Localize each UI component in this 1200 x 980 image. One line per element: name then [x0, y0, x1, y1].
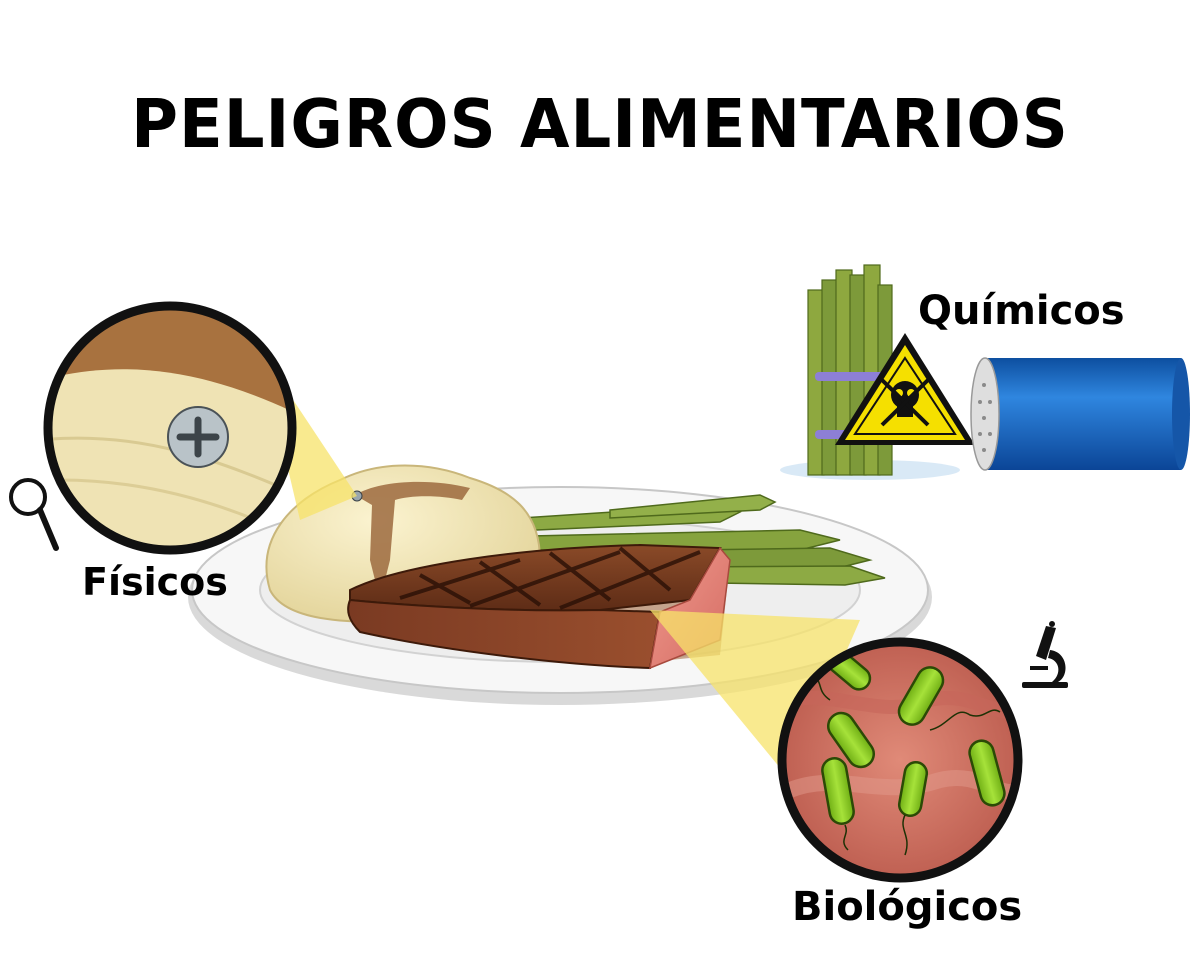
- biologicos-zoom-circle: [777, 637, 1023, 883]
- poison-warning-icon: [835, 333, 975, 445]
- label-quimicos: Químicos: [918, 288, 1125, 334]
- steak: [347, 543, 731, 670]
- label-fisicos: Físicos: [82, 560, 228, 604]
- magnifying-glass-icon: [9, 478, 59, 551]
- page-title: PELIGROS ALIMENTARIOS: [131, 86, 1069, 164]
- fisicos-zoom-circle: [43, 301, 297, 555]
- quimicos-illustration: [780, 264, 1190, 480]
- chemical-container: [970, 357, 1190, 471]
- microscope-icon: [1022, 621, 1068, 688]
- label-biologicos: Biológicos: [792, 884, 1023, 930]
